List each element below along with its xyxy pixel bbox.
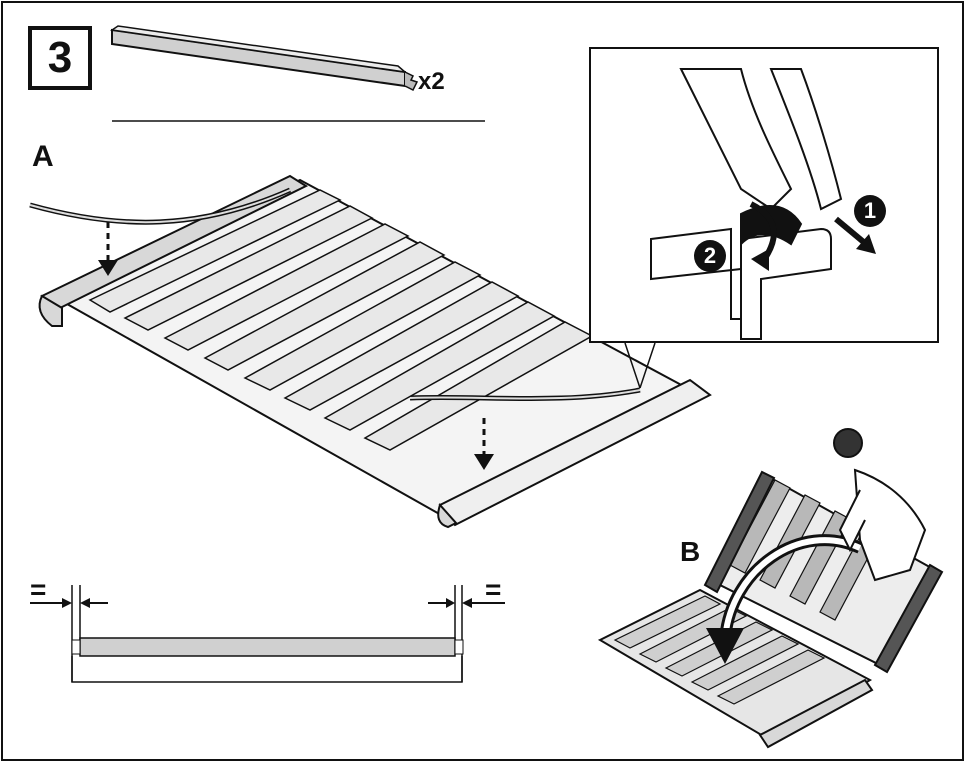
step-1-badge: 1 <box>854 195 886 227</box>
arrow-left-icon <box>80 598 108 608</box>
rotate-arrow-icon <box>749 201 777 271</box>
equal-sign-right: = <box>485 574 502 605</box>
insert-arrow-icon <box>474 418 494 470</box>
view-a-label: A <box>32 140 54 173</box>
insert-arrow-icon <box>98 222 118 276</box>
step-2-badge: 2 <box>694 240 726 272</box>
view-b-label: B <box>680 536 701 567</box>
equal-sign-left: = <box>30 574 47 605</box>
seal-insertion-detail-illustration <box>650 68 876 340</box>
detail-zoom-panel <box>589 47 939 343</box>
person-illustration <box>833 428 927 582</box>
push-arrow-icon <box>834 216 876 254</box>
part-quantity: x2 <box>418 68 445 95</box>
step-number: 3 <box>28 26 92 90</box>
arrow-left-icon <box>462 598 505 608</box>
arrow-right-icon <box>30 598 72 608</box>
flip-arrow-icon <box>706 534 863 664</box>
arrow-right-icon <box>428 598 455 608</box>
